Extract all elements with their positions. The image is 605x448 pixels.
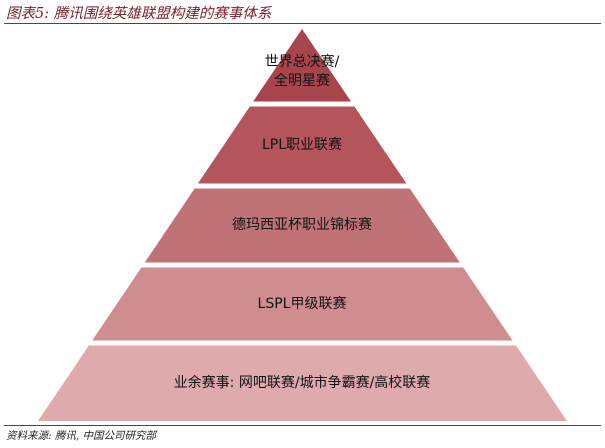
tier-lspl-label: LSPL甲级联赛 xyxy=(257,295,347,312)
tier-lpl-shape xyxy=(197,106,407,184)
tier-world-finals-shape xyxy=(253,29,352,102)
tier-demacia-cup-shape xyxy=(144,188,460,263)
tier-demacia-cup-label: 德玛西亚杯职业锦标赛 xyxy=(232,217,372,233)
top-divider xyxy=(4,23,601,24)
figure-source: 资料来源: 腾讯, 中国公司研究部 xyxy=(6,430,157,442)
tier-world-finals-label: 世界总决赛/ 全明星赛 xyxy=(264,53,340,89)
tier-lspl-shape xyxy=(92,267,513,341)
bottom-divider xyxy=(4,425,601,426)
tier-lpl-label: LPL职业联赛 xyxy=(261,136,343,153)
tier-amateur-shape xyxy=(38,345,567,421)
figure-title: 图表5: 腾讯围绕英雄联盟构建的赛事体系 xyxy=(6,6,272,22)
tier-amateur-label: 业余赛事: 网吧联赛/城市争霸赛/高校联赛 xyxy=(173,374,431,391)
